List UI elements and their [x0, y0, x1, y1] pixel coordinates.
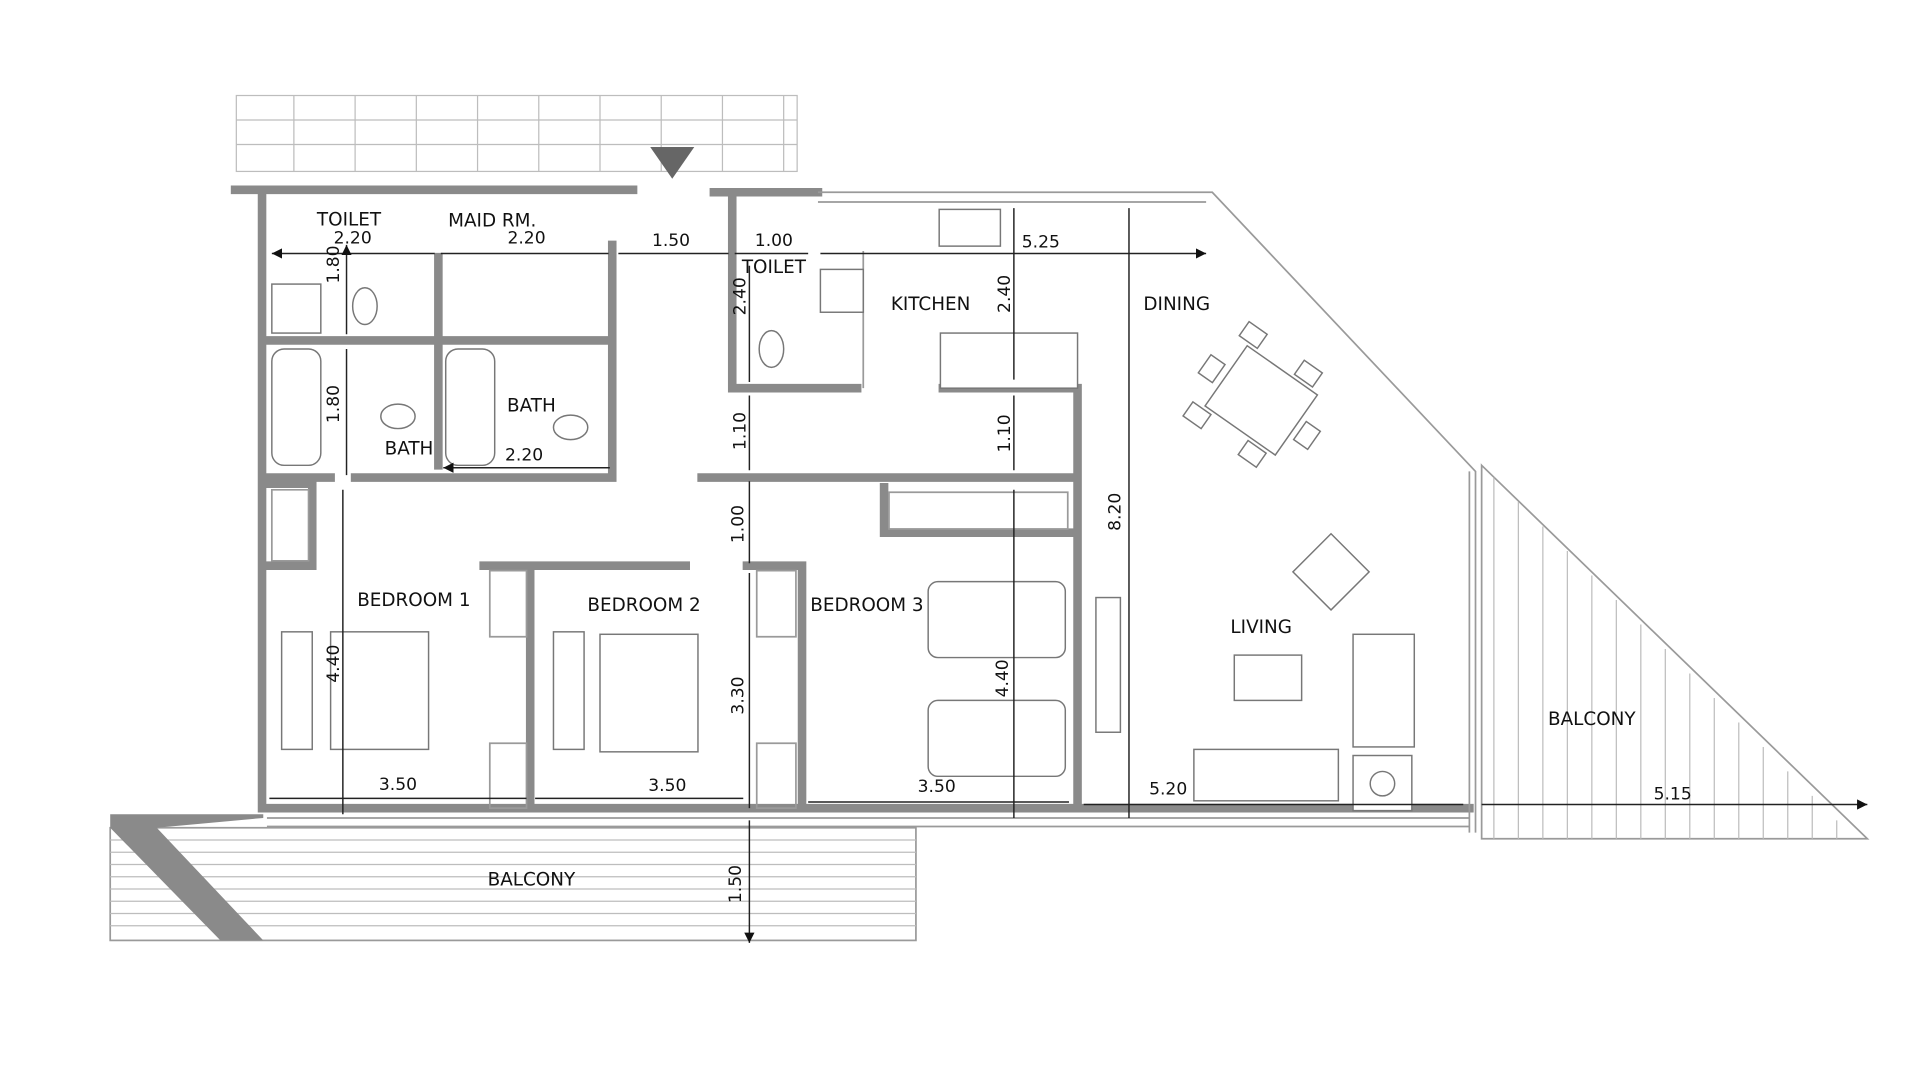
label-bedroom-3: BEDROOM 3 [810, 595, 923, 616]
label-kitchen: KITCHEN [891, 294, 971, 315]
furniture [270, 208, 1416, 812]
label-toilet-1: TOILET [316, 209, 382, 230]
label-bath-1: BATH [385, 438, 434, 459]
dim-label: 1.80 [324, 385, 344, 423]
dim-label: 1.00 [728, 505, 748, 543]
dim-label: 1.50 [652, 231, 690, 251]
label-living: LIVING [1230, 617, 1292, 638]
bed-icon [927, 699, 1067, 778]
bed-icon [599, 633, 699, 753]
armchair-icon [1291, 532, 1371, 611]
toilet-icon [758, 329, 785, 369]
label-balcony-right: BALCONY [1548, 709, 1636, 730]
bed-icon [329, 631, 430, 751]
dim-label: 4.40 [324, 645, 344, 683]
bed-icon [927, 580, 1067, 659]
label-bath-2: BATH [507, 395, 556, 416]
dim-label: 1.00 [755, 231, 793, 251]
toilet-icon [380, 403, 416, 430]
sofa-icon [1193, 748, 1340, 802]
dining-table-icon [1182, 320, 1324, 469]
dim-label: 3.50 [918, 777, 956, 797]
dim-label: 1.10 [731, 412, 751, 450]
toilet-icon [351, 287, 378, 326]
nightstand [280, 631, 313, 751]
dim-label: 5.20 [1149, 780, 1187, 800]
exterior-grid [235, 94, 798, 179]
dim-label: 3.30 [728, 676, 748, 714]
label-maid-room: MAID RM. [448, 211, 536, 232]
dim-label: 2.40 [995, 275, 1015, 313]
dim-label: 1.80 [324, 245, 344, 283]
dim-label: 2.40 [731, 277, 751, 315]
coffee-table [1233, 654, 1303, 702]
entrance-marker-icon [650, 146, 695, 179]
label-bedroom-2: BEDROOM 2 [587, 595, 700, 616]
bathtub-icon [444, 348, 496, 467]
room-labels: TOILET MAID RM. TOILET KITCHEN DINING BA… [316, 209, 1637, 890]
tv-unit [1095, 596, 1122, 733]
sink-icon [938, 208, 1002, 247]
shower-icon [271, 283, 322, 334]
dim-label: 3.50 [648, 776, 686, 796]
label-balcony-bottom: BALCONY [488, 869, 576, 890]
dim-label: 2.20 [505, 445, 543, 465]
dim-label: 4.40 [993, 659, 1013, 697]
dim-label: 2.20 [507, 229, 545, 249]
toilet-icon [552, 414, 589, 441]
label-dining: DINING [1143, 294, 1210, 315]
dim-label: 5.15 [1654, 785, 1692, 805]
label-toilet-2: TOILET [741, 257, 807, 278]
dim-label: 1.50 [726, 865, 746, 903]
nightstand [552, 631, 585, 751]
bathtub-icon [271, 348, 322, 467]
stove-icon [819, 268, 864, 313]
lamp-icon [1369, 770, 1396, 797]
dim-label: 5.25 [1022, 232, 1060, 252]
dim-label: 8.20 [1105, 493, 1125, 531]
dim-label: 2.20 [334, 229, 372, 249]
label-bedroom-1: BEDROOM 1 [357, 590, 470, 611]
dimension-lines [269, 208, 1867, 943]
dim-label: 3.50 [379, 775, 417, 795]
kitchen-island [939, 332, 1079, 389]
dimension-labels: 2.20 2.20 1.50 1.00 5.25 2.20 3.50 3.50 … [324, 229, 1692, 903]
sofa-icon [1352, 633, 1416, 748]
dim-label: 1.10 [995, 414, 1015, 452]
balcony-right-area [1480, 463, 1870, 840]
